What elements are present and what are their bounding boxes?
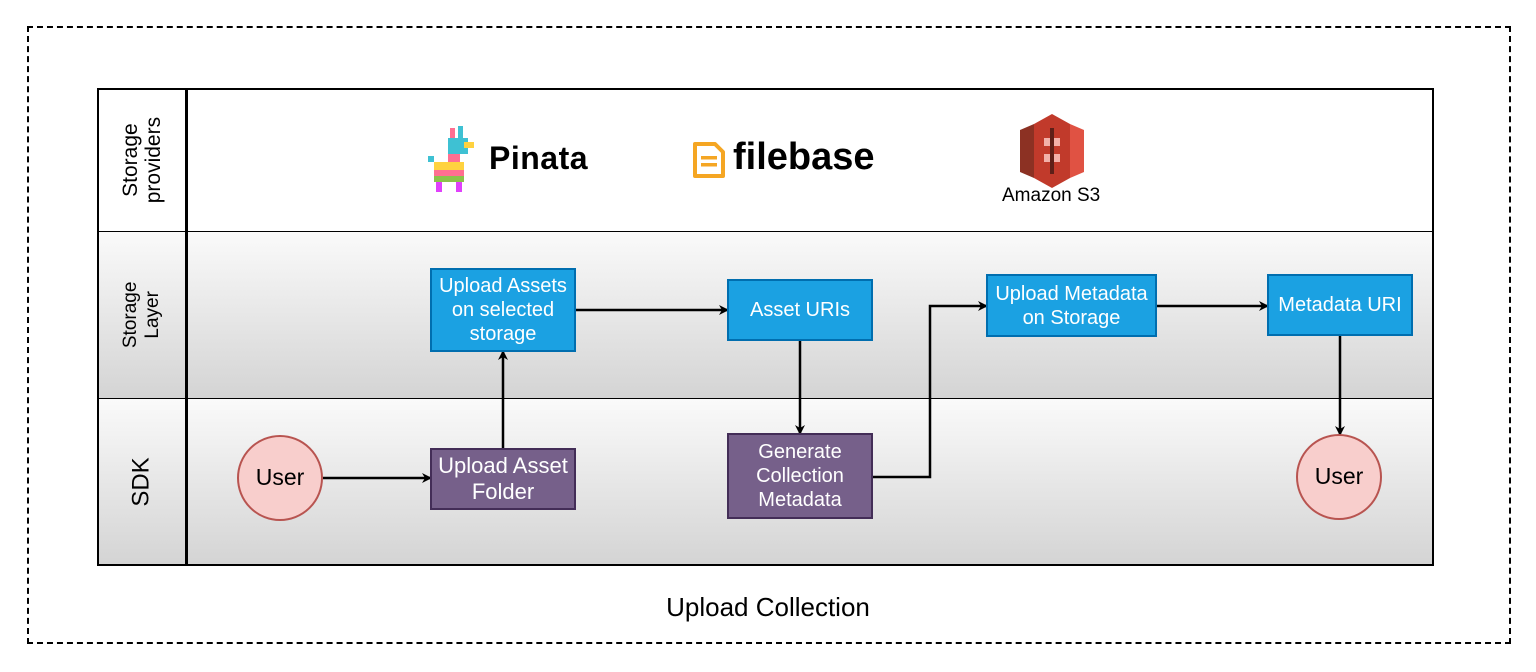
upload-asset-folder-node: Upload Asset Folder bbox=[430, 448, 576, 510]
asset-uris-node: Asset URIs bbox=[727, 279, 873, 341]
lane-header-sdk: SDK bbox=[97, 399, 187, 566]
upload-metadata-label: Upload Metadata on Storage bbox=[995, 282, 1148, 329]
upload-asset-folder-label: Upload Asset Folder bbox=[438, 452, 568, 504]
user-start-node: User bbox=[237, 435, 323, 521]
metadata-uri-node: Metadata URI bbox=[1267, 274, 1413, 336]
user-end-node: User bbox=[1296, 434, 1382, 520]
upload-assets-node: Upload Assets on selected storage bbox=[430, 268, 576, 352]
edge-generate-metadata-to-upload-metadata bbox=[873, 301, 988, 479]
diagram-caption: Upload Collection bbox=[666, 592, 870, 622]
upload-assets-label: Upload Assets on selected storage bbox=[439, 275, 567, 345]
filebase-document-icon bbox=[693, 142, 725, 178]
filebase-logo-text: filebase bbox=[733, 136, 875, 178]
user-end-label: User bbox=[1314, 463, 1364, 490]
amazon-s3-logo-text: Amazon S3 bbox=[1002, 185, 1101, 206]
generate-metadata-label: Generate Collection Metadata bbox=[756, 441, 844, 511]
generate-metadata-node: Generate Collection Metadata bbox=[727, 433, 873, 519]
amazon-s3-bucket-icon bbox=[1020, 114, 1084, 188]
metadata-uri-label: Metadata URI bbox=[1278, 294, 1402, 316]
pinata-logo-text: Pinata bbox=[489, 140, 589, 176]
user-start-label: User bbox=[255, 464, 305, 491]
outer-dashed-frame bbox=[27, 26, 1511, 644]
upload-metadata-node: Upload Metadata on Storage bbox=[986, 274, 1157, 337]
asset-uris-label: Asset URIs bbox=[749, 299, 851, 321]
pinata-llama-icon bbox=[428, 126, 474, 192]
